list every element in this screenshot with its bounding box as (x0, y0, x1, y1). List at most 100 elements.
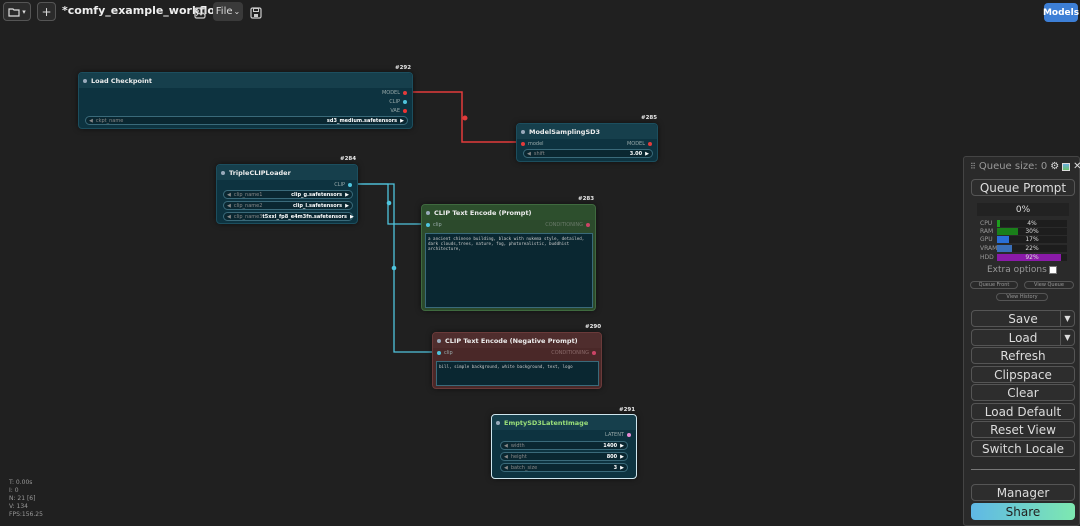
arrow-right-icon[interactable]: ▶ (620, 453, 624, 460)
load-checkpoint-node[interactable]: Load Checkpoint MODEL CLIP VAE ◀ckpt_nam… (78, 72, 413, 129)
clear-button[interactable]: Clear (971, 384, 1075, 401)
image-icon[interactable] (194, 4, 208, 19)
node-title: EmptySD3LatentImage (504, 418, 589, 427)
ckpt-name-widget[interactable]: ◀ckpt_name sd3_medium.safetensors▶ (85, 116, 408, 125)
clip-name1-widget[interactable]: ◀clip_name1 clip_g.safetensors▶ (223, 190, 353, 199)
clip-name2-widget[interactable]: ◀clip_name2 clip_l.safetensors▶ (223, 201, 353, 210)
monitor-hdd: HDD 92% (980, 254, 1068, 261)
arrow-left-icon[interactable]: ◀ (527, 150, 531, 157)
top-bar: ▾ + *comfy_example_workflo... File ⌄ Mod… (0, 0, 1080, 24)
input-slot-model[interactable]: model (521, 141, 544, 147)
load-button[interactable]: Load ▼ (971, 329, 1075, 346)
collapse-dot-icon[interactable] (437, 339, 441, 343)
clip-text-encode-prompt-node[interactable]: CLIP Text Encode (Prompt) clip CONDITION… (421, 204, 596, 311)
collapse-dot-icon[interactable] (221, 171, 225, 175)
extra-options-checkbox[interactable] (1048, 266, 1057, 274)
triple-clip-loader-node[interactable]: TripleCLIPLoader CLIP ◀clip_name1 clip_g… (216, 164, 358, 224)
arrow-left-icon[interactable]: ◀ (89, 117, 93, 124)
monitor-ram: RAM 30% (980, 228, 1068, 235)
reset-view-button[interactable]: Reset View (971, 421, 1075, 438)
node-title: ModelSamplingSD3 (529, 127, 601, 136)
manager-button[interactable]: Manager (971, 484, 1075, 501)
gear-icon[interactable]: ⚙ (1050, 161, 1060, 172)
arrow-right-icon[interactable]: ▶ (345, 202, 349, 209)
input-slot-clip[interactable]: clip (426, 222, 442, 228)
arrow-left-icon[interactable]: ◀ (227, 202, 231, 209)
queue-front-button[interactable]: Queue Front (970, 281, 1018, 289)
collapse-dot-icon[interactable] (521, 130, 525, 134)
node-header[interactable]: Load Checkpoint (79, 73, 412, 88)
negative-prompt-textarea[interactable]: bill, simple background, white backgroun… (436, 361, 599, 386)
file-menu-button[interactable]: File ⌄ (213, 2, 243, 21)
clip-name3-widget[interactable]: ◀clip_name3 t5xxl_fp8_e4m3fn.safetensors… (223, 212, 354, 221)
prompt-textarea[interactable]: a ancient chinese building, black with n… (425, 233, 593, 308)
clip-link-midpoint-negative (391, 265, 397, 271)
save-button[interactable]: Save ▼ (971, 310, 1075, 327)
model-link-midpoint (462, 115, 468, 121)
clip-text-encode-negative-node[interactable]: CLIP Text Encode (Negative Prompt) clip … (432, 332, 602, 389)
close-icon[interactable]: ✕ (1073, 161, 1080, 172)
workflow-menu-button[interactable]: ▾ (3, 2, 31, 21)
image-icon[interactable] (1062, 162, 1071, 171)
arrow-left-icon[interactable]: ◀ (504, 464, 508, 471)
share-button[interactable]: Share (971, 503, 1075, 520)
drag-handle-icon[interactable]: ⠿ (970, 162, 976, 171)
node-header[interactable]: CLIP Text Encode (Prompt) (422, 205, 595, 220)
clipspace-button[interactable]: Clipspace (971, 366, 1075, 383)
output-slot-model[interactable]: MODEL (382, 90, 407, 96)
output-slot-model[interactable]: MODEL (627, 141, 652, 147)
shift-widget[interactable]: ◀shift 3.00▶ (523, 149, 653, 158)
node-header[interactable]: CLIP Text Encode (Negative Prompt) (433, 333, 601, 348)
model-sampling-sd3-node[interactable]: ModelSamplingSD3 model MODEL ◀shift 3.00… (516, 123, 658, 162)
monitor-gpu: GPU 17% (980, 236, 1068, 243)
save-disk-icon[interactable] (250, 4, 264, 19)
chevron-down-icon[interactable]: ▼ (1060, 311, 1074, 326)
node-header[interactable]: TripleCLIPLoader (217, 165, 357, 180)
arrow-left-icon[interactable]: ◀ (504, 442, 508, 449)
canvas-stats: T: 0.00s I: 0 N: 21 [6] V: 134 FPS:156.2… (9, 479, 43, 519)
arrow-right-icon[interactable]: ▶ (620, 464, 624, 471)
chevron-down-icon[interactable]: ▼ (1060, 330, 1074, 345)
arrow-left-icon[interactable]: ◀ (227, 191, 231, 198)
load-default-button[interactable]: Load Default (971, 403, 1075, 420)
chevron-down-icon: ⌄ (233, 7, 241, 16)
arrow-right-icon[interactable]: ▶ (645, 150, 649, 157)
collapse-dot-icon[interactable] (83, 79, 87, 83)
new-tab-button[interactable]: + (37, 2, 56, 21)
collapse-dot-icon[interactable] (496, 421, 500, 425)
empty-sd3-latent-image-node[interactable]: EmptySD3LatentImage LATENT ◀width 1400▶ … (491, 414, 637, 479)
output-slot-clip[interactable]: CLIP (389, 99, 407, 105)
output-slot-conditioning[interactable]: CONDITIONING (551, 350, 596, 356)
output-slot-vae[interactable]: VAE (390, 108, 407, 114)
height-widget[interactable]: ◀height 800▶ (500, 452, 628, 461)
models-button[interactable]: Models (1043, 3, 1079, 22)
arrow-right-icon[interactable]: ▶ (620, 442, 624, 449)
arrow-left-icon[interactable]: ◀ (504, 453, 508, 460)
collapse-dot-icon[interactable] (426, 211, 430, 215)
output-slot-conditioning[interactable]: CONDITIONING (545, 222, 590, 228)
slot-dot-icon (403, 99, 407, 104)
queue-panel: ⠿ Queue size: 0 ⚙ ✕ Queue Prompt 0% CPU … (963, 156, 1080, 526)
refresh-button[interactable]: Refresh (971, 347, 1075, 364)
arrow-right-icon[interactable]: ▶ (345, 191, 349, 198)
monitor-vram: VRAM 22% (980, 245, 1068, 252)
node-header[interactable]: EmptySD3LatentImage (492, 415, 636, 430)
output-slot-clip[interactable]: CLIP (334, 182, 352, 188)
arrow-left-icon[interactable]: ◀ (227, 213, 231, 220)
extra-options-label: Extra options (987, 265, 1047, 275)
arrow-right-icon[interactable]: ▶ (400, 117, 404, 124)
switch-locale-button[interactable]: Switch Locale (971, 440, 1075, 457)
width-widget[interactable]: ◀width 1400▶ (500, 441, 628, 450)
input-slot-clip[interactable]: clip (437, 350, 453, 356)
view-queue-button[interactable]: View Queue (1024, 281, 1074, 289)
arrow-right-icon[interactable]: ▶ (350, 213, 354, 220)
workflow-title[interactable]: *comfy_example_workflo... (62, 4, 228, 17)
node-header[interactable]: ModelSamplingSD3 (517, 124, 657, 139)
queue-prompt-button[interactable]: Queue Prompt (971, 179, 1075, 196)
node-id: #292 (395, 65, 412, 71)
batch-size-widget[interactable]: ◀batch_size 3▶ (500, 463, 628, 472)
output-slot-latent[interactable]: LATENT (605, 432, 631, 438)
stat-vertices: V: 134 (9, 503, 28, 510)
node-id: #291 (619, 407, 636, 413)
view-history-button[interactable]: View History (996, 293, 1048, 301)
